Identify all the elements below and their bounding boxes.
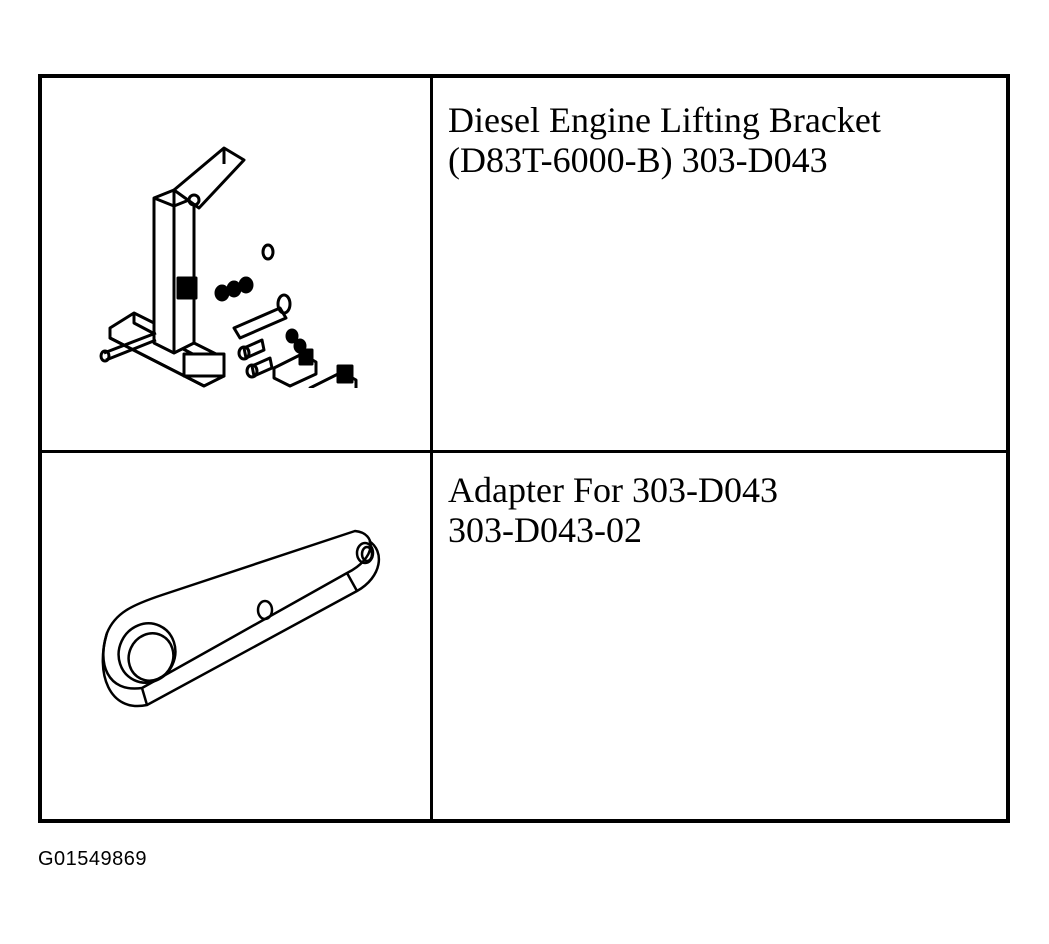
row-divider xyxy=(42,450,1006,453)
tool-number: 303-D043-02 xyxy=(448,510,642,550)
tool-name: Diesel Engine Lifting Bracket xyxy=(448,100,881,140)
lifting-bracket-icon xyxy=(99,146,358,388)
column-divider xyxy=(430,78,433,819)
tool-description-1: Diesel Engine Lifting Bracket (D83T-6000… xyxy=(448,100,881,180)
tool-name: Adapter For 303-D043 xyxy=(448,470,778,510)
figure-code: G01549869 xyxy=(38,848,148,870)
tool-description-2: Adapter For 303-D043 303-D043-02 xyxy=(448,470,778,550)
tool-number: (D83T-6000-B) 303-D043 xyxy=(448,140,828,180)
adapter-plate-icon xyxy=(101,529,381,708)
tool-table: Diesel Engine Lifting Bracket (D83T-6000… xyxy=(38,74,1010,823)
